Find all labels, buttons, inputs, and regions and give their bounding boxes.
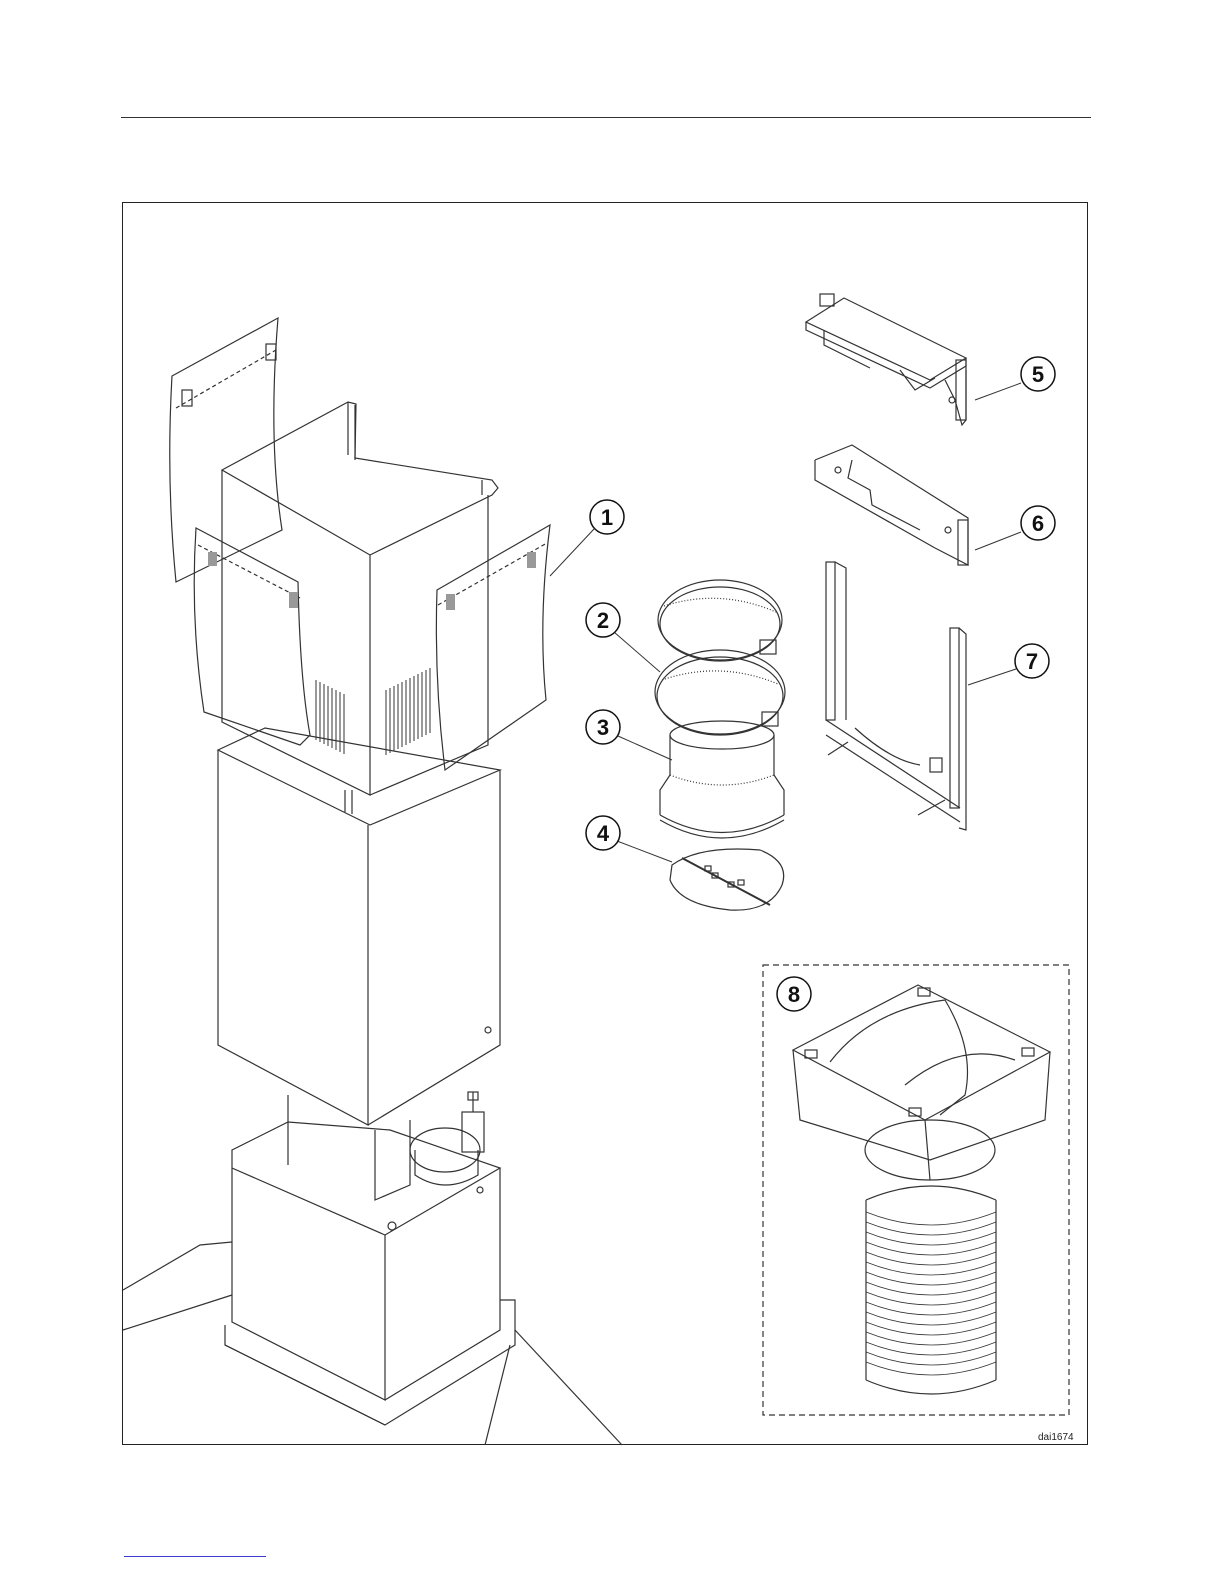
protective-film-sheets — [170, 318, 550, 770]
upper-chimney — [222, 402, 498, 795]
callout-4: 4 — [586, 816, 620, 850]
callout-6-label: 6 — [1032, 511, 1044, 536]
callout-1-label: 1 — [601, 505, 613, 530]
recirculation-kit-inset — [763, 965, 1069, 1415]
mounting-frame — [826, 562, 966, 830]
upper-chimney-vents-left — [316, 680, 344, 754]
callout-5: 5 — [1021, 357, 1055, 391]
drawing-code: dai1674 — [1038, 1432, 1074, 1443]
lower-chimney — [218, 728, 500, 1125]
hose-clamps — [655, 580, 785, 735]
callout-2: 2 — [586, 603, 620, 637]
chimney-bracket-upper — [806, 294, 966, 425]
chimney-bracket-lower — [815, 445, 968, 565]
non-return-flap — [670, 849, 784, 910]
motor-unit — [225, 1092, 515, 1425]
footer-rule — [124, 1556, 266, 1557]
callout-8: 8 — [777, 977, 811, 1011]
callout-1: 1 — [590, 500, 624, 534]
callout-6: 6 — [1021, 506, 1055, 540]
upper-chimney-vents-right — [386, 668, 430, 755]
callout-8-label: 8 — [788, 982, 800, 1007]
hood-canopy — [123, 1242, 622, 1445]
duct-adapter-ring — [660, 721, 784, 838]
recirculation-deflector — [793, 985, 1050, 1180]
callout-2-label: 2 — [597, 608, 609, 633]
callout-3-label: 3 — [597, 715, 609, 740]
callout-7: 7 — [1015, 644, 1049, 678]
callout-5-label: 5 — [1032, 362, 1044, 387]
flexible-hose — [866, 1186, 996, 1394]
callout-4-label: 4 — [597, 821, 610, 846]
callout-7-label: 7 — [1026, 649, 1038, 674]
callout-3: 3 — [586, 710, 620, 744]
